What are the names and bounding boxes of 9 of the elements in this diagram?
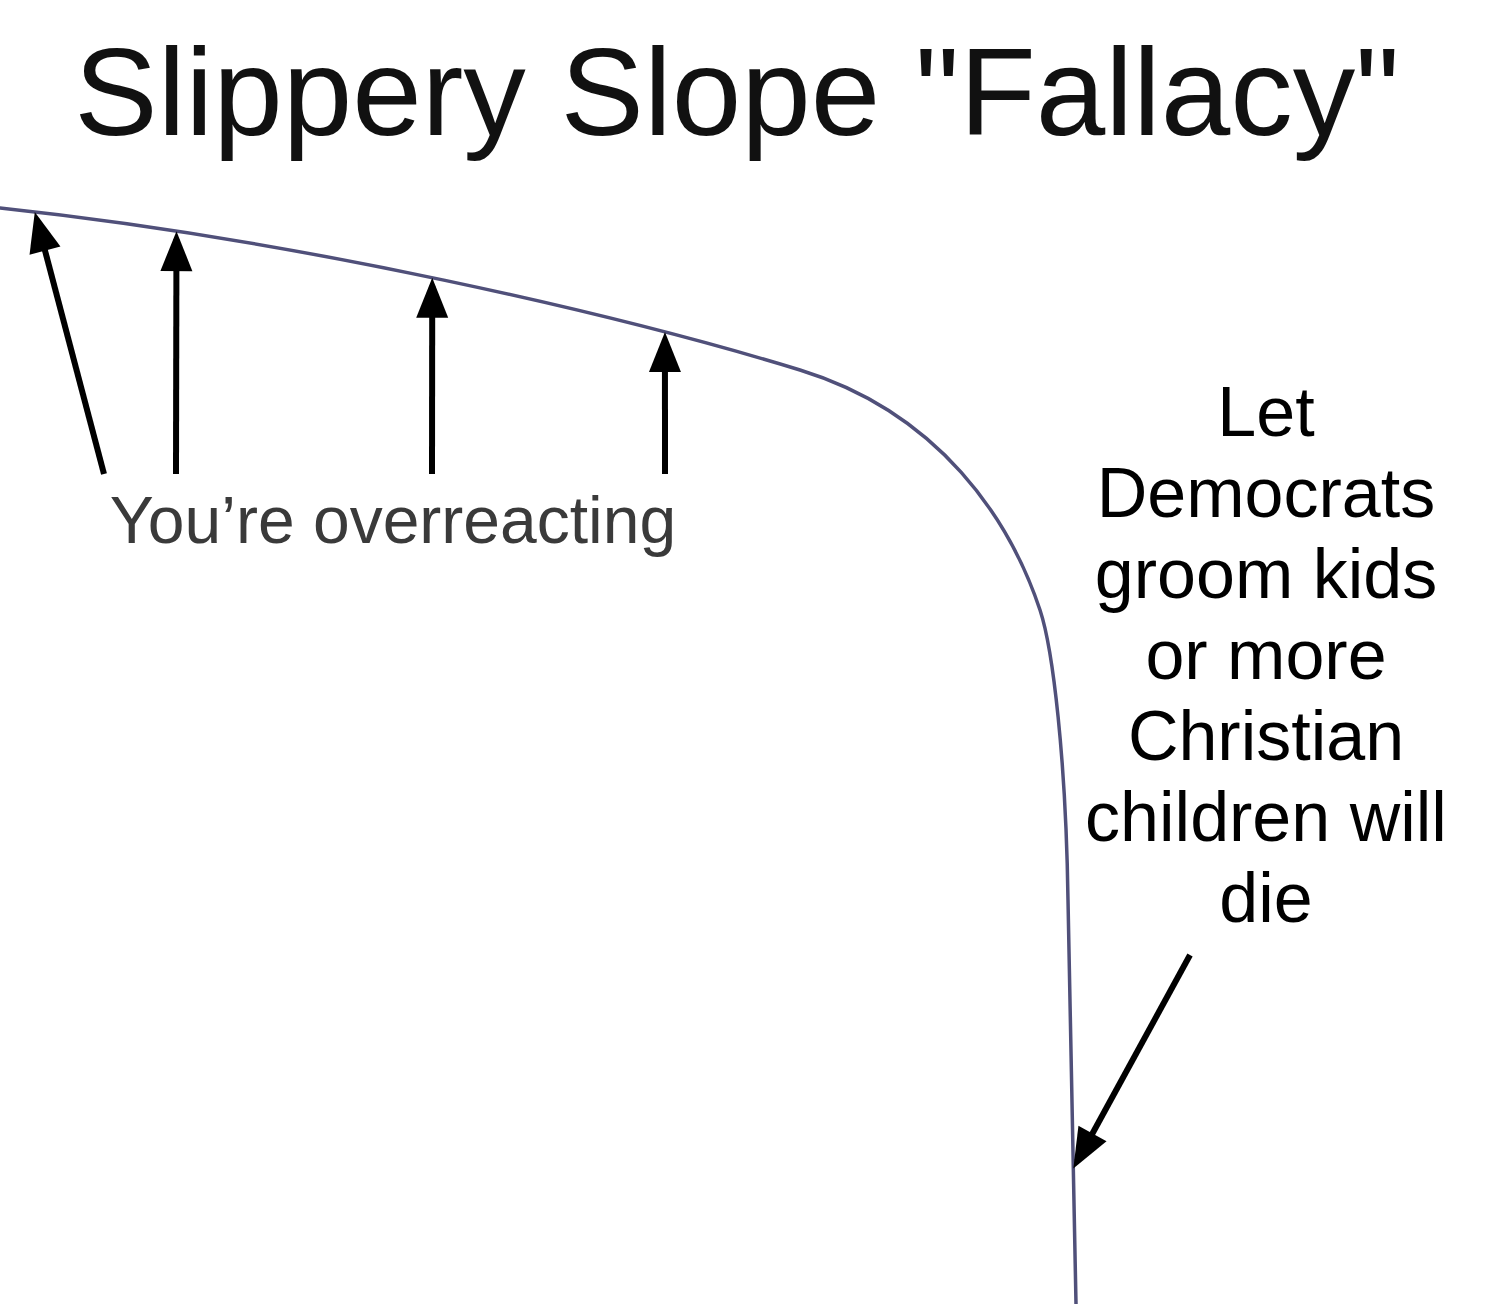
diagram-title: Slippery Slope "Fallacy" — [74, 21, 1400, 163]
slope-curve — [0, 206, 1078, 1304]
annotation-text: You’re overreacting — [71, 474, 715, 558]
annotation-text: Let Democrats groom kids or more Christian children will die — [1076, 372, 1456, 955]
arrow — [1073, 953, 1193, 1169]
arrow — [416, 277, 449, 474]
arrow — [648, 332, 681, 474]
arrow — [160, 231, 193, 474]
arrow — [29, 211, 107, 475]
